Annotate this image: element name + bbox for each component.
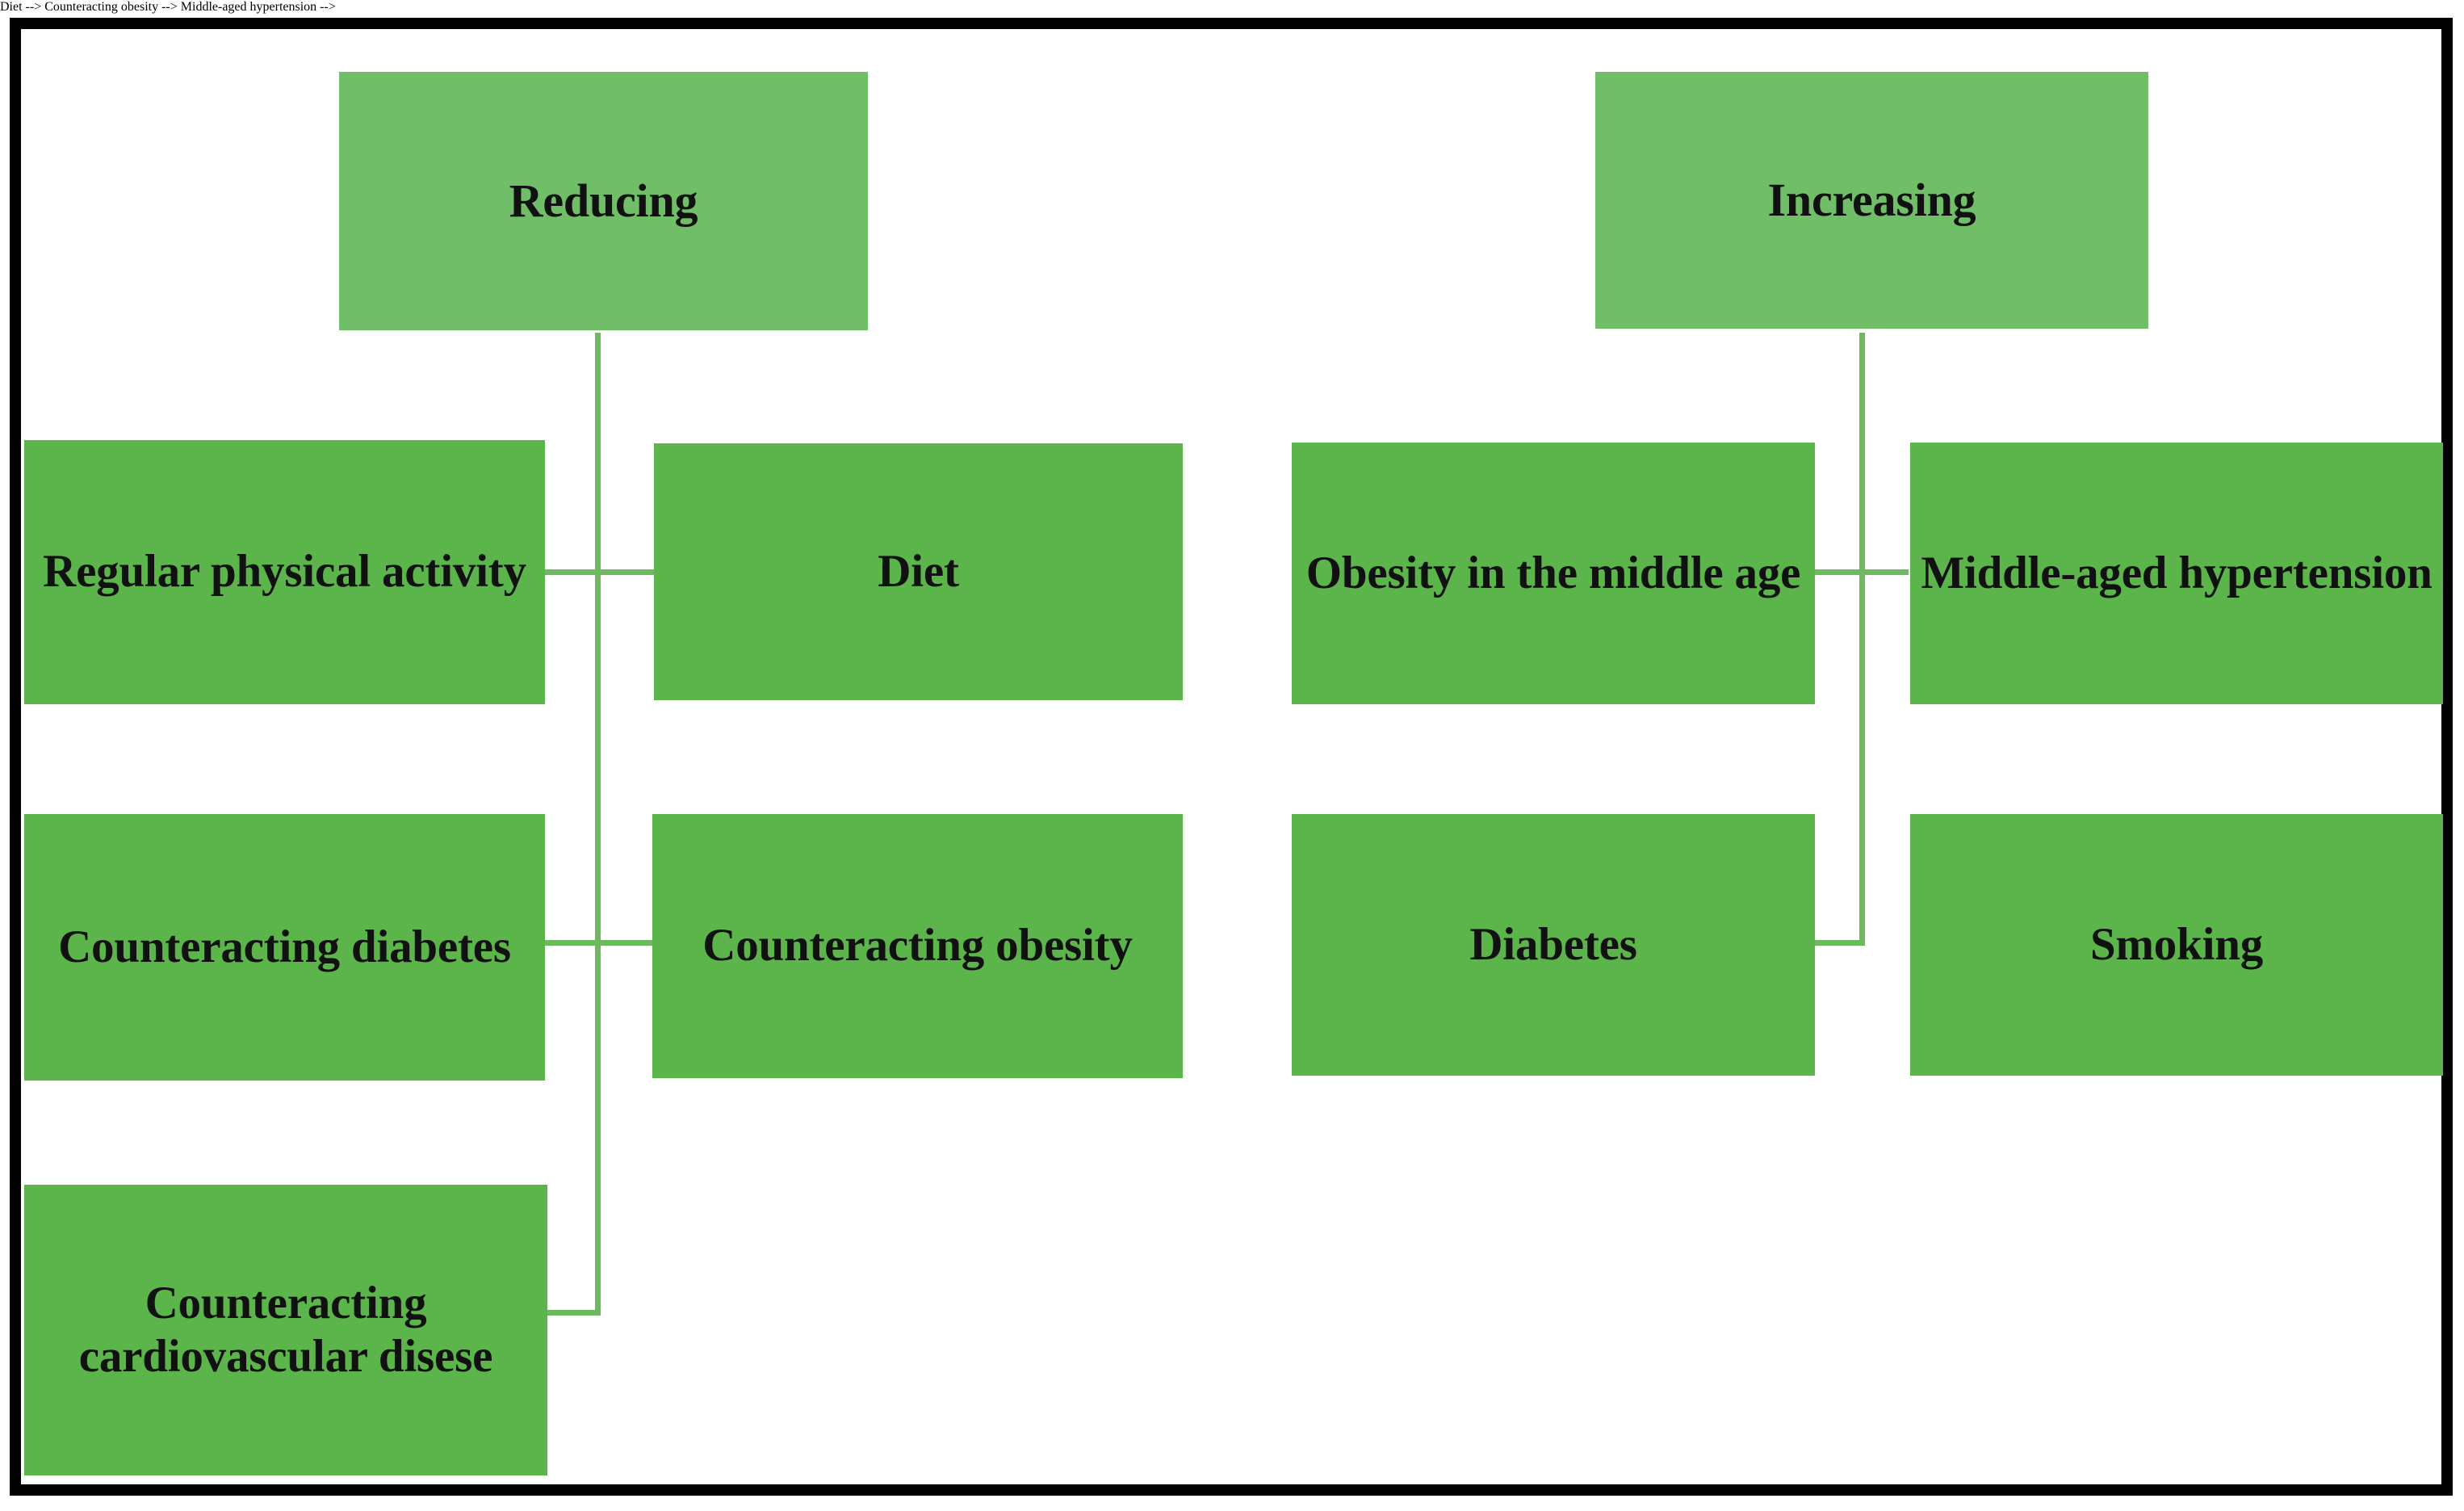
node-increasing[interactable]: Increasing xyxy=(1595,72,2148,329)
connector-increasing-rung-1 xyxy=(1813,569,1909,575)
connector-reducing-elbow-foot xyxy=(546,1310,601,1316)
node-diabetes[interactable]: Diabetes xyxy=(1292,814,1815,1076)
node-counteracting-obesity[interactable]: Counteracting obesity xyxy=(652,814,1183,1078)
node-obesity-in-the-middle-age[interactable]: Obesity in the middle age xyxy=(1292,443,1815,704)
node-regular-physical-activity[interactable]: Regular physical activity xyxy=(24,440,545,704)
node-middle-aged-hypertension[interactable]: Middle-aged hypertension xyxy=(1910,443,2443,704)
connector-increasing-elbow-foot xyxy=(1813,940,1865,946)
connector-increasing-trunk xyxy=(1859,333,1865,943)
node-counteracting-cardiovascular-disese[interactable]: Counteracting cardiovascular disese xyxy=(24,1185,547,1475)
connector-reducing-rung-1 xyxy=(543,569,654,575)
node-reducing[interactable]: Reducing xyxy=(339,72,868,330)
node-smoking[interactable]: Smoking xyxy=(1910,814,2443,1076)
node-diet[interactable]: Diet xyxy=(654,443,1183,700)
connector-reducing-trunk xyxy=(595,333,601,1315)
node-counteracting-diabetes[interactable]: Counteracting diabetes xyxy=(24,814,545,1081)
connector-reducing-rung-2 xyxy=(543,940,654,946)
